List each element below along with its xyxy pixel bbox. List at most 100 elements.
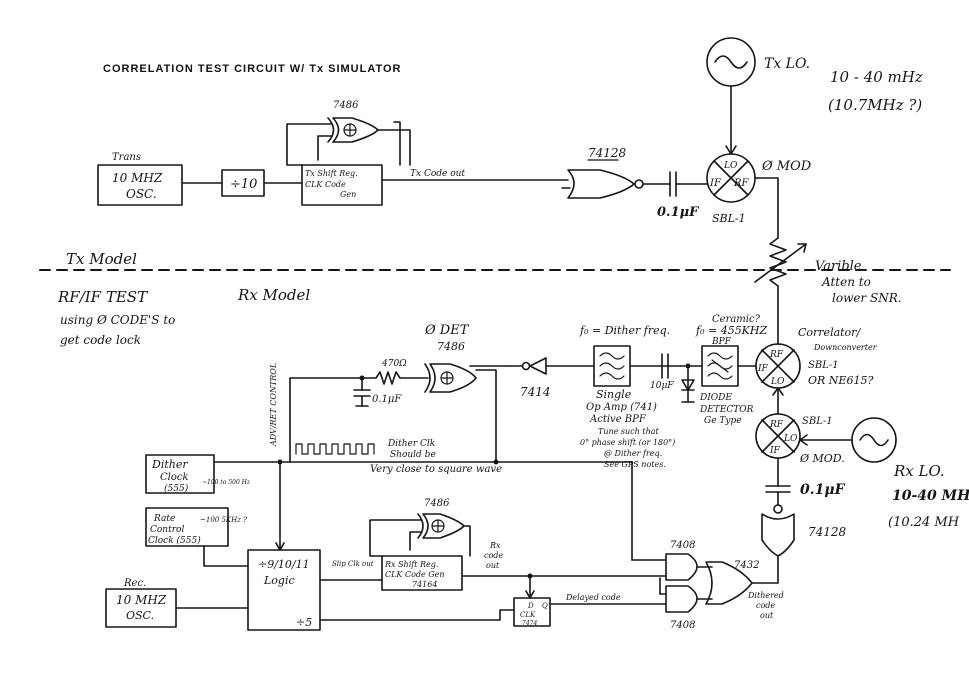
tx-lo-label: Tx LO. bbox=[764, 56, 810, 72]
dff-chip: 7474 bbox=[522, 620, 537, 627]
rx-cap-b: 0.1μF bbox=[800, 482, 846, 498]
f0-455: f₀ = 455KHZ bbox=[695, 324, 767, 337]
mixer2-lo: LO bbox=[770, 377, 785, 387]
tx-osc-box bbox=[97, 164, 183, 206]
dither-clk-2: Clock bbox=[160, 472, 189, 483]
phase-det-label: Ø DET bbox=[424, 323, 470, 338]
detector-cap: 10μF bbox=[650, 381, 674, 391]
phase-det-xor bbox=[429, 363, 477, 393]
bpf-note-2: 0° phase shift (or 180°) bbox=[580, 438, 675, 447]
bpf-active-3: Active BPF bbox=[589, 414, 647, 425]
rx-lo-label: Rx LO. bbox=[893, 462, 945, 480]
sine-wave-icon bbox=[714, 55, 748, 69]
tx-code-out: Tx Code out bbox=[410, 169, 465, 179]
and-bot: 7408 bbox=[670, 620, 695, 631]
rx-lo-freq: 10-40 MH bbox=[892, 488, 969, 504]
rate-ctrl-2: Control bbox=[150, 525, 184, 535]
tx-osc-line2: OSC. bbox=[126, 187, 157, 201]
tx-divider: ÷10 bbox=[230, 177, 257, 192]
tx-nor-chip: 74128 bbox=[588, 146, 627, 160]
tx-mixer-lo: LO bbox=[723, 161, 738, 171]
tx-lo-freq-note: (10.7MHz ?) bbox=[828, 96, 922, 114]
tx-sr-line1: Tx Shift Reg. bbox=[305, 169, 358, 178]
rec-label: Rec. bbox=[123, 578, 146, 589]
dither-clock-box bbox=[145, 454, 215, 494]
dff-d: D bbox=[527, 602, 534, 610]
or-gate bbox=[705, 561, 753, 605]
atten-line1: Varible bbox=[815, 259, 862, 274]
dither-wave-2: Should be bbox=[390, 450, 436, 460]
and-gate-bottom bbox=[665, 585, 698, 613]
rx-mixer-rf: RF bbox=[769, 420, 784, 430]
tx-xor-chip: 7486 bbox=[333, 100, 359, 111]
dither-clk-1: Dither bbox=[151, 458, 188, 471]
rx-code-out-3: out bbox=[486, 561, 500, 570]
or-ne615: OR NE615? bbox=[808, 374, 873, 387]
correlator-1: Correlator/ bbox=[798, 326, 861, 339]
or-chip: 7432 bbox=[734, 560, 759, 571]
inverter-gate bbox=[529, 357, 547, 375]
dither-wave-1: Dither Clk bbox=[387, 439, 435, 449]
detector-3: Ge Type bbox=[704, 416, 742, 426]
tx-sr-line3: Gen bbox=[340, 190, 356, 199]
sbl1-b: SBL-1 bbox=[802, 416, 833, 427]
page-title: CORRELATION TEST CIRCUIT W/ Tx SIMULATOR bbox=[103, 63, 402, 75]
rx-resistor: 470Ω bbox=[381, 359, 407, 369]
and-top: 7408 bbox=[670, 540, 695, 551]
bpf-active-1: Single bbox=[596, 388, 632, 401]
rx-lo-freq-note: (10.24 MH bbox=[888, 515, 960, 530]
mod-b: Ø MOD. bbox=[799, 452, 845, 465]
rx-model-label: Rx Model bbox=[237, 286, 310, 304]
tx-shift-register bbox=[301, 164, 383, 206]
rx-nor-chip: 74128 bbox=[808, 525, 847, 539]
logic-2: Logic bbox=[263, 574, 295, 587]
rx-mixer-if: IF bbox=[769, 446, 781, 456]
slip-clk: Slip Clk out bbox=[332, 560, 374, 568]
rx-code-out-2: code bbox=[484, 551, 503, 560]
dff-q: Q bbox=[542, 602, 548, 610]
tx-cap: 0.1μF bbox=[657, 205, 699, 220]
rate-ctrl-freq: ~100 5KHz ? bbox=[200, 516, 247, 524]
tx-mod-label: Ø MOD bbox=[761, 159, 812, 174]
dff-clk: CLK bbox=[520, 611, 536, 619]
rx-xor-chip: 7486 bbox=[437, 340, 465, 353]
ceramic: Ceramic? bbox=[712, 314, 761, 325]
rf-if-note-2: get code lock bbox=[60, 333, 141, 347]
divider-logic-box bbox=[247, 549, 321, 631]
rec-osc-2: OSC. bbox=[126, 609, 154, 622]
resistor bbox=[361, 371, 429, 385]
dither-freq: ~100 to 500 Hz bbox=[202, 479, 251, 486]
bpf-note-4: See GPS notes. bbox=[604, 460, 666, 469]
tx-mixer-if: IF bbox=[709, 178, 722, 189]
rf-if-note-1: using Ø CODE'S to bbox=[60, 313, 175, 327]
diode-icon bbox=[681, 379, 695, 391]
rx-xor-gate bbox=[422, 513, 465, 539]
tx-nor-gate bbox=[567, 169, 635, 199]
logic-3: ÷5 bbox=[296, 616, 312, 629]
dithered-2: code bbox=[756, 601, 775, 610]
tx-mixer-rf: RF bbox=[733, 178, 750, 189]
bpf-active-2: Op Amp (741) bbox=[586, 402, 657, 413]
rx-code-out-1: Rx bbox=[489, 541, 501, 550]
atten-line2: Atten to bbox=[821, 275, 871, 289]
detector-2: DETECTOR bbox=[699, 405, 754, 415]
dither-wave-3: Very close to square wave bbox=[370, 464, 502, 475]
logic-1: ÷9/10/11 bbox=[258, 558, 310, 571]
bpf-label: BPF bbox=[711, 337, 732, 347]
rate-control-box bbox=[145, 507, 229, 547]
dithered-1: Dithered bbox=[747, 591, 784, 600]
rx-sr-2: CLK Code Gen bbox=[385, 570, 445, 579]
bpf-note-3: @ Dither freq. bbox=[604, 449, 662, 458]
adv-ret: ADV/RET CONTROL bbox=[269, 363, 278, 447]
tx-osc-line1: 10 MHZ bbox=[112, 171, 163, 185]
tx-lo-freq: 10 - 40 mHz bbox=[830, 68, 923, 86]
square-wave-icon bbox=[295, 443, 375, 455]
bandpass-icon-2 bbox=[599, 352, 625, 380]
d-flip-flop bbox=[513, 597, 551, 627]
rate-ctrl-1: Rate bbox=[153, 514, 175, 524]
rate-ctrl-3: Clock (555) bbox=[148, 535, 201, 546]
rx-sr-1: Rx Shift Reg. bbox=[384, 560, 438, 569]
rx-shift-register bbox=[381, 555, 463, 591]
